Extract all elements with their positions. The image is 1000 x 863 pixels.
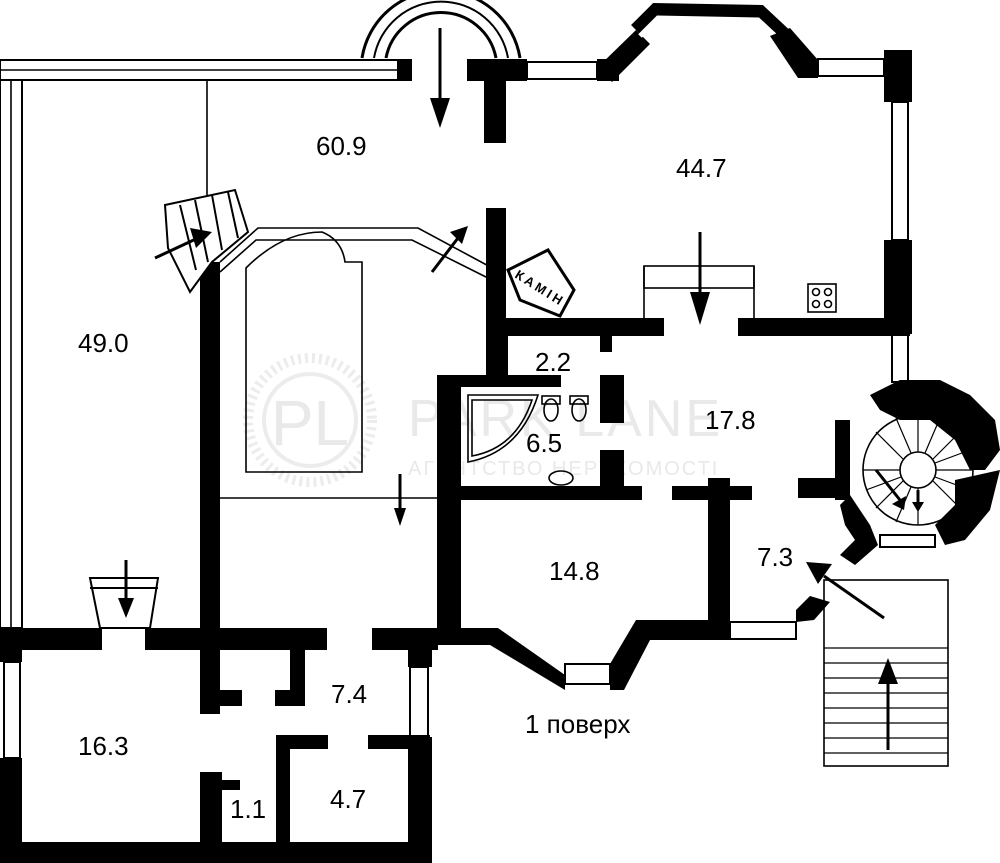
room-area-west: 49.0 (78, 328, 129, 358)
sink-icon (548, 470, 574, 486)
stove-icon (807, 283, 837, 313)
room-labels: 60.9 44.7 49.0 2.2 6.5 17.8 14.8 7.3 7.4… (78, 131, 793, 824)
room-area-closet: 1.1 (230, 794, 266, 824)
fireplace-icon (506, 248, 576, 318)
room-area-stair-entry: 7.3 (757, 542, 793, 572)
room-area-hall: 60.9 (316, 131, 367, 161)
room-area-lobby: 17.8 (705, 405, 756, 435)
room-area-corridor-small: 2.2 (535, 347, 571, 377)
room-area-storage: 4.7 (330, 784, 366, 814)
exterior-stair (823, 579, 949, 767)
room-area-hall-sw: 7.4 (331, 679, 367, 709)
room-area-south: 14.8 (549, 556, 600, 586)
room-area-sw: 16.3 (78, 731, 129, 761)
shower-icon (467, 394, 540, 463)
room-area-bathroom: 6.5 (526, 428, 562, 458)
entrance-arrows (118, 28, 924, 750)
room-area-living: 44.7 (676, 153, 727, 183)
floor-label: 1 поверх (525, 709, 630, 739)
toilet-icon (543, 398, 559, 422)
watermark-logo: PL (271, 387, 349, 459)
watermark-subtitle: АГЕНТСТВО НЕРУХОМОСТІ (408, 458, 719, 480)
